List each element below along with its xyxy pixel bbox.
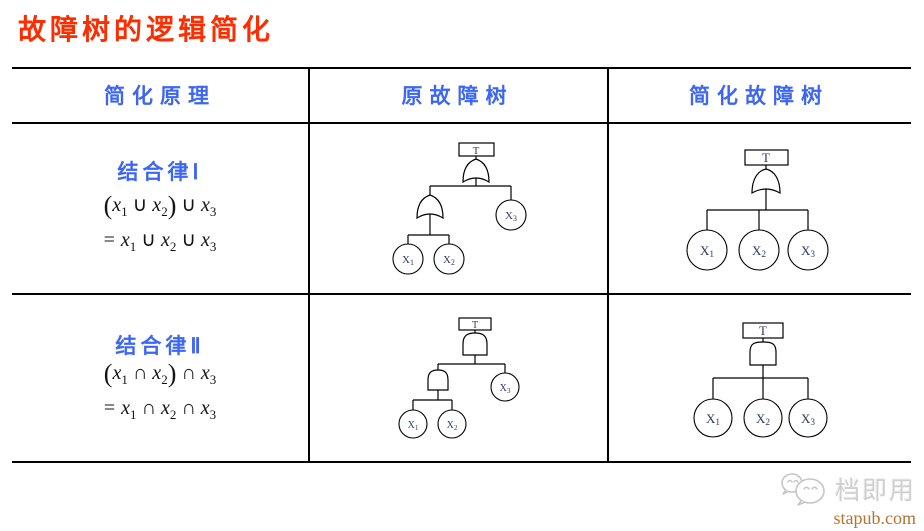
and-gate-icon — [749, 341, 777, 366]
header-simplified: 简化故障树 — [689, 84, 829, 108]
event-label: X3 — [801, 243, 815, 260]
event-circle — [398, 409, 428, 439]
event-label: X1 — [402, 254, 414, 267]
formula-row2-line1: (x1∩x2)∩x3 — [103, 359, 217, 388]
event-label: X2 — [447, 420, 458, 432]
event-label: X2 — [443, 254, 455, 267]
formula-row1-line2: =x1∪x2∪x3 — [103, 229, 217, 254]
law-label-1: 结合律Ⅰ — [117, 160, 203, 184]
event-circle — [693, 398, 733, 438]
watermark-domain: stapub.com — [833, 508, 917, 528]
top-event-box — [742, 322, 784, 339]
top-event-label: T — [762, 150, 770, 165]
event-label: X2 — [752, 243, 766, 260]
and-gate-icon — [427, 369, 449, 391]
or-gate-icon — [416, 194, 444, 220]
event-label: X3 — [505, 210, 517, 223]
event-circle — [743, 398, 783, 438]
table-col-divider-1 — [308, 67, 310, 463]
event-circle — [490, 372, 520, 402]
event-label: X3 — [801, 411, 815, 428]
tree-row1-simplified: T X1 X2 X3 — [686, 149, 829, 271]
header-original: 原故障树 — [401, 84, 514, 108]
law-label-2: 结合律Ⅱ — [115, 334, 205, 358]
event-circle — [495, 199, 527, 231]
event-label: X2 — [756, 411, 770, 428]
watermark-name: 档即用 — [834, 478, 916, 505]
event-circle — [787, 229, 829, 271]
top-event-label: T — [472, 320, 478, 331]
event-circle — [392, 243, 424, 275]
table-header-border — [12, 122, 911, 124]
top-event-box — [744, 149, 789, 166]
formula-row2-line2: =x1∩x2∩x3 — [103, 397, 217, 422]
top-event-label: T — [759, 323, 767, 338]
table-top-border — [12, 67, 911, 69]
tree-row1-original: T X1 X2 X3 — [392, 142, 527, 275]
formula-row1-line1: (x1∪x2)∪x3 — [103, 191, 217, 220]
table-bottom-border — [12, 461, 911, 463]
event-label: X3 — [500, 383, 511, 395]
top-event-label: T — [473, 145, 480, 157]
event-label: X1 — [408, 420, 419, 432]
event-circle — [437, 409, 467, 439]
tree-row2-original: T X1 X2 X3 — [398, 317, 520, 439]
page-title: 故障树的逻辑简化 — [18, 15, 275, 46]
event-label: X1 — [700, 243, 714, 260]
wechat-icon — [781, 473, 825, 506]
event-label: X1 — [706, 411, 720, 428]
tree-row2-simplified: T X1 X2 X3 — [693, 322, 828, 438]
event-circle — [686, 229, 728, 271]
header-principle: 简化原理 — [104, 84, 216, 108]
top-event-box — [458, 317, 492, 331]
top-event-box — [458, 142, 495, 157]
table-col-divider-2 — [607, 67, 609, 463]
table-row-divider — [12, 293, 911, 295]
event-circle — [788, 398, 828, 438]
event-circle — [738, 229, 780, 271]
event-circle — [433, 243, 465, 275]
watermark: 档即用 stapub.com — [779, 471, 916, 529]
and-gate-icon — [462, 332, 488, 356]
or-gate-icon — [462, 158, 490, 184]
or-gate-icon — [751, 168, 781, 195]
